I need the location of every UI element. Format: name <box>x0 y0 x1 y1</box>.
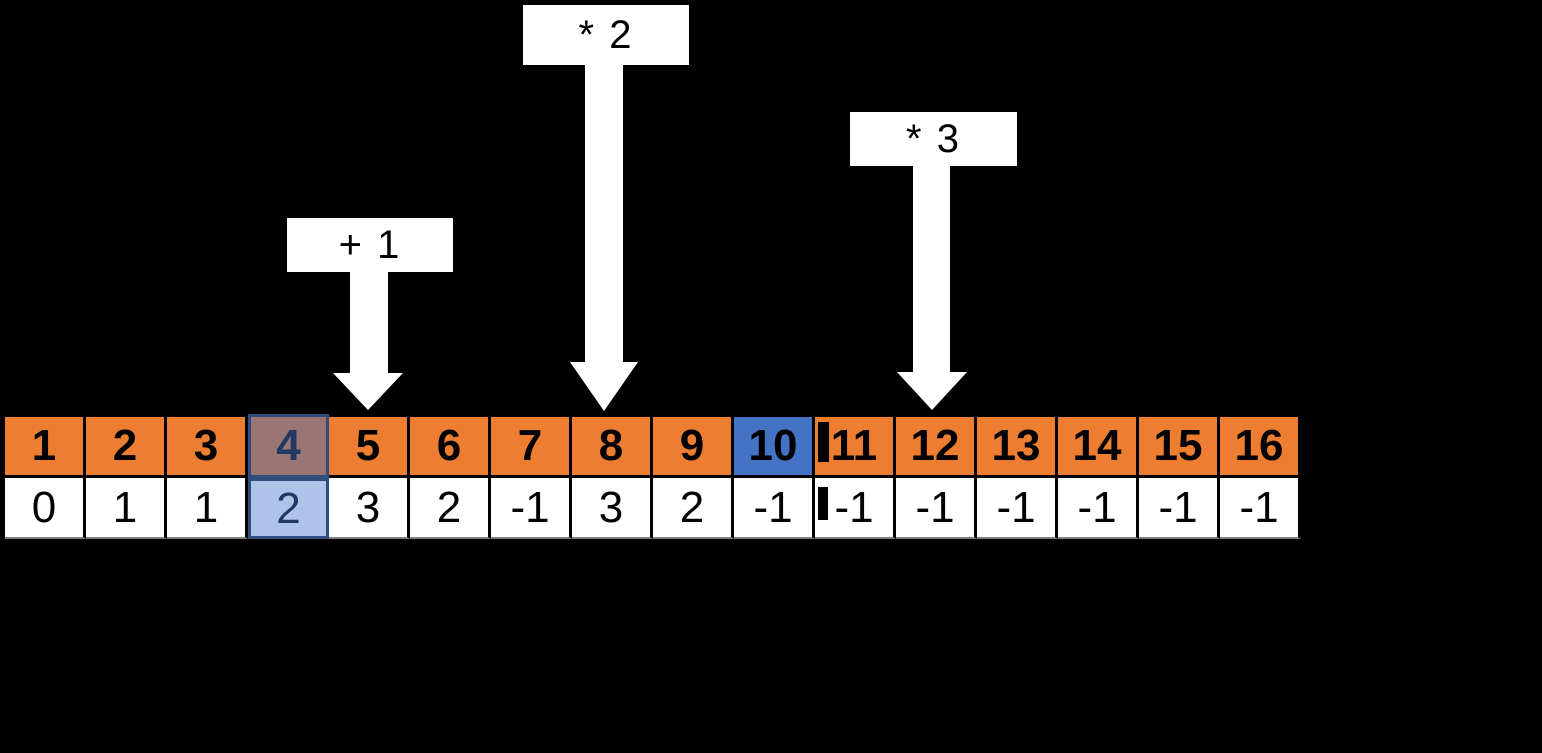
value-cell-13[interactable]: -1 <box>977 478 1058 539</box>
value-cell-7[interactable]: -1 <box>491 478 572 539</box>
index-row: 1 2 3 4 5 6 7 8 9 10 11 12 13 14 15 16 <box>2 414 1301 478</box>
callout-times-three-arrow-head[interactable] <box>897 372 967 410</box>
callout-plus-one[interactable]: + 1 <box>287 218 453 272</box>
callout-times-two[interactable]: * 2 <box>523 5 689 65</box>
index-cell-3[interactable]: 3 <box>167 414 248 478</box>
array-table: 1 2 3 4 5 6 7 8 9 10 11 12 13 14 15 16 0… <box>2 414 1301 539</box>
callout-plus-one-arrow-shaft[interactable] <box>350 271 388 374</box>
value-cell-14[interactable]: -1 <box>1058 478 1139 539</box>
index-cell-2[interactable]: 2 <box>86 414 167 478</box>
index-cell-8[interactable]: 8 <box>572 414 653 478</box>
value-cell-12[interactable]: -1 <box>896 478 977 539</box>
index-cell-6[interactable]: 6 <box>410 414 491 478</box>
value-cell-6[interactable]: 2 <box>410 478 491 539</box>
index-cell-10-marked[interactable]: 10 <box>734 414 815 478</box>
index-cell-13[interactable]: 13 <box>977 414 1058 478</box>
text-cursor-index-row <box>818 422 829 462</box>
index-cell-1[interactable]: 1 <box>5 414 86 478</box>
index-cell-15[interactable]: 15 <box>1139 414 1220 478</box>
value-cell-10[interactable]: -1 <box>734 478 815 539</box>
text-cursor-value-row <box>818 487 828 520</box>
callout-plus-one-label: + 1 <box>338 222 402 267</box>
value-cell-1[interactable]: 0 <box>5 478 86 539</box>
index-cell-9[interactable]: 9 <box>653 414 734 478</box>
callout-times-two-arrow-shaft[interactable] <box>585 63 623 363</box>
value-cell-16[interactable]: -1 <box>1220 478 1301 539</box>
value-row: 0 1 1 2 3 2 -1 3 2 -1 -1 -1 -1 -1 -1 -1 <box>2 478 1301 539</box>
callout-times-three[interactable]: * 3 <box>850 112 1017 166</box>
callout-times-three-label: * 3 <box>906 116 961 161</box>
index-cell-14[interactable]: 14 <box>1058 414 1139 478</box>
index-cell-16[interactable]: 16 <box>1220 414 1301 478</box>
value-cell-4-selected[interactable]: 2 <box>248 478 329 539</box>
value-cell-9[interactable]: 2 <box>653 478 734 539</box>
index-cell-12[interactable]: 12 <box>896 414 977 478</box>
value-cell-8[interactable]: 3 <box>572 478 653 539</box>
callout-times-two-label: * 2 <box>578 12 634 57</box>
index-cell-7[interactable]: 7 <box>491 414 572 478</box>
value-cell-11[interactable]: -1 <box>815 478 896 539</box>
callout-plus-one-arrow-head[interactable] <box>333 373 403 410</box>
value-cell-2[interactable]: 1 <box>86 478 167 539</box>
index-cell-4-selected[interactable]: 4 <box>248 414 329 478</box>
index-cell-11[interactable]: 11 <box>815 414 896 478</box>
callout-times-two-arrow-head[interactable] <box>570 362 638 411</box>
index-cell-5[interactable]: 5 <box>329 414 410 478</box>
value-cell-3[interactable]: 1 <box>167 478 248 539</box>
value-cell-15[interactable]: -1 <box>1139 478 1220 539</box>
value-cell-5[interactable]: 3 <box>329 478 410 539</box>
callout-times-three-arrow-shaft[interactable] <box>913 164 950 373</box>
